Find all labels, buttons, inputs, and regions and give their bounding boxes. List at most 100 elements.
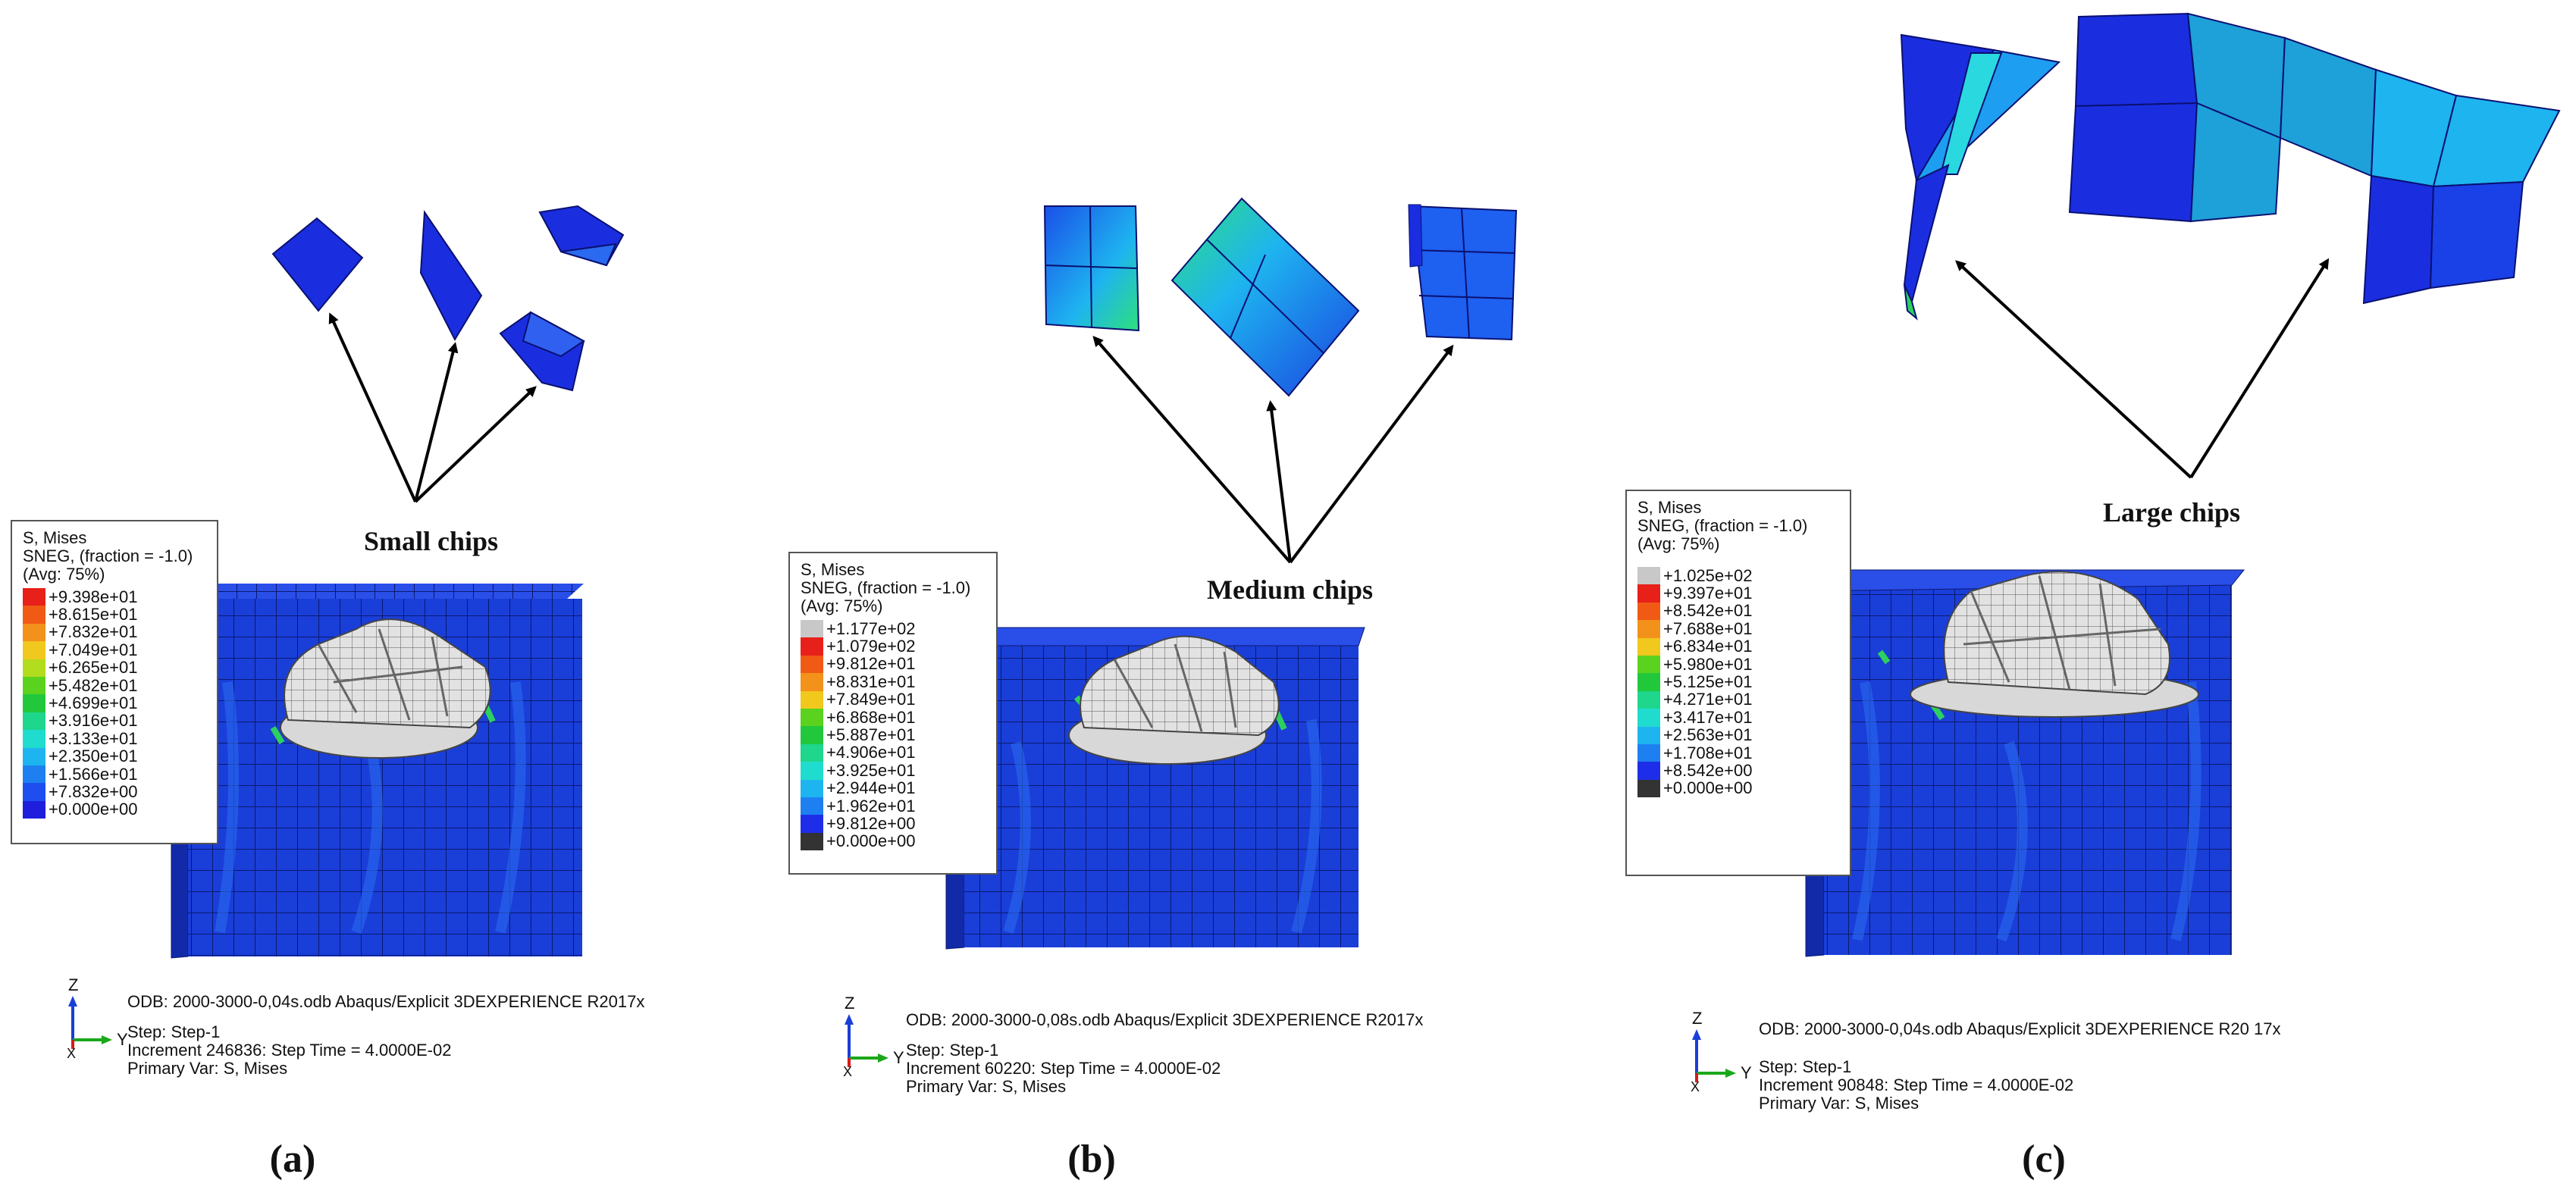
legend-row: +4.271e+01 (1637, 690, 1839, 709)
legend-row: +5.887e+01 (801, 726, 986, 744)
legend-row: +8.615e+01 (23, 606, 206, 624)
legend-swatch (23, 588, 45, 606)
large-chip-1 (1900, 33, 2061, 321)
axis-label-z: Z (845, 994, 855, 1013)
legend-subtitle: SNEG, (fraction = -1.0) (801, 578, 971, 597)
legend-value: +5.125e+01 (1663, 672, 1753, 692)
legend-avg: (Avg: 75%) (23, 565, 105, 584)
legend-value: +3.916e+01 (49, 711, 138, 731)
legend-value: +6.265e+01 (49, 658, 138, 678)
legend-value: +1.079e+02 (826, 637, 916, 656)
legend-value: +7.049e+01 (49, 640, 138, 659)
legend-row: +9.812e+01 (801, 655, 986, 674)
legend-value: +0.000e+00 (826, 831, 916, 851)
legend-swatch (801, 815, 823, 833)
legend-title: S, Mises (801, 560, 865, 579)
axis-label-y: Y (117, 1030, 128, 1049)
step-line: Step: Step-1 (906, 1041, 999, 1060)
axis-triad (845, 1014, 888, 1067)
legend-swatch (801, 620, 823, 638)
legend-swatch (1637, 620, 1660, 638)
axis-label-x: X (843, 1064, 853, 1079)
legend-row: +1.079e+02 (801, 637, 986, 656)
legend-value: +5.980e+01 (1663, 654, 1753, 674)
axis-label-x: X (1691, 1079, 1700, 1094)
legend-value: +3.417e+01 (1663, 707, 1753, 727)
legend-row: +0.000e+00 (23, 800, 206, 819)
legend-swatch (23, 765, 45, 784)
chip-arrows (1092, 335, 1454, 564)
legend-row: +7.832e+00 (23, 783, 206, 801)
legend-title: S, Mises (1637, 498, 1702, 517)
workpiece-block (945, 627, 1365, 950)
legend-swatch (1637, 655, 1660, 674)
legend-swatch (1637, 637, 1660, 656)
legend-value: +8.542e+00 (1663, 761, 1753, 780)
legend-value: +3.133e+01 (49, 728, 138, 748)
caption-a: (a) (269, 1138, 316, 1181)
legend-row: +2.944e+01 (801, 779, 986, 797)
legend-value: +1.025e+02 (1663, 565, 1753, 585)
step-line: Step: Step-1 (1759, 1057, 1852, 1076)
legend-value: +4.271e+01 (1663, 690, 1753, 709)
legend-value: +7.849e+01 (826, 690, 916, 709)
workpiece-block (1804, 569, 2245, 957)
legend-row: +1.708e+01 (1637, 744, 1839, 762)
legend-swatch (1637, 673, 1660, 691)
legend-swatch (801, 708, 823, 727)
legend-row: +8.542e+01 (1637, 601, 1839, 621)
legend-value: +5.482e+01 (49, 675, 138, 695)
legend-row: +2.563e+01 (1637, 725, 1839, 745)
legend-value: +2.563e+01 (1663, 725, 1753, 745)
legend-row: +7.049e+01 (23, 640, 206, 659)
legend-rows: +1.025e+02+9.397e+01+8.542e+01+7.688e+01… (1637, 565, 1839, 798)
legend-row: +3.417e+01 (1637, 707, 1839, 727)
legend-swatch (801, 779, 823, 797)
small-chip-4 (499, 311, 585, 392)
legend-rows: +9.398e+01+8.615e+01+7.832e+01+7.049e+01… (23, 587, 206, 819)
legend-swatch (801, 655, 823, 674)
legend-value: +8.542e+01 (1663, 601, 1753, 621)
legend-row: +7.688e+01 (1637, 618, 1839, 638)
legend-value: +7.688e+01 (1663, 618, 1753, 638)
legend-row: +6.834e+01 (1637, 637, 1839, 656)
stress-legend-a: S, Mises SNEG, (fraction = -1.0) (Avg: 7… (11, 520, 218, 844)
legend-value: +4.699e+01 (49, 693, 138, 713)
legend-value: +9.397e+01 (1663, 584, 1753, 603)
legend-swatch (23, 730, 45, 748)
legend-row: +9.398e+01 (23, 587, 206, 606)
primary-var-line: Primary Var: S, Mises (127, 1059, 288, 1078)
legend-value: +1.566e+01 (49, 764, 138, 784)
legend-title: S, Mises (23, 528, 87, 547)
legend-value: +2.350e+01 (49, 747, 138, 766)
legend-swatch (801, 726, 823, 744)
legend-swatch (801, 832, 823, 851)
legend-swatch (23, 641, 45, 659)
step-line: Step: Step-1 (127, 1022, 221, 1041)
large-chips-label: Large chips (2103, 497, 2241, 527)
legend-avg: (Avg: 75%) (801, 596, 883, 615)
increment-line: Increment 60220: Step Time = 4.0000E-02 (906, 1059, 1221, 1078)
legend-swatch (23, 783, 45, 801)
legend-value: +0.000e+00 (1663, 778, 1753, 798)
legend-value: +9.812e+00 (826, 814, 916, 833)
legend-swatch (801, 690, 823, 709)
legend-value: +0.000e+00 (49, 800, 138, 819)
large-chip-2 (2068, 12, 2561, 305)
legend-swatch (1637, 744, 1660, 762)
legend-row: +6.868e+01 (801, 708, 986, 727)
legend-swatch (1637, 726, 1660, 744)
legend-row: +0.000e+00 (801, 831, 986, 851)
legend-row: +8.542e+00 (1637, 761, 1839, 780)
panel-c-artwork (1692, 12, 2561, 1082)
legend-row: +7.832e+01 (23, 623, 206, 642)
legend-swatch (23, 800, 45, 819)
legend-value: +9.398e+01 (49, 587, 138, 606)
legend-swatch (801, 637, 823, 656)
legend-row: +1.566e+01 (23, 764, 206, 784)
caption-b: (b) (1067, 1138, 1116, 1181)
odb-line: ODB: 2000-3000-0,04s.odb Abaqus/Explicit… (1759, 1019, 2281, 1038)
axis-triad (68, 996, 112, 1049)
stress-legend-b: S, Mises SNEG, (fraction = -1.0) (Avg: 7… (788, 552, 998, 875)
legend-swatch (23, 712, 45, 731)
